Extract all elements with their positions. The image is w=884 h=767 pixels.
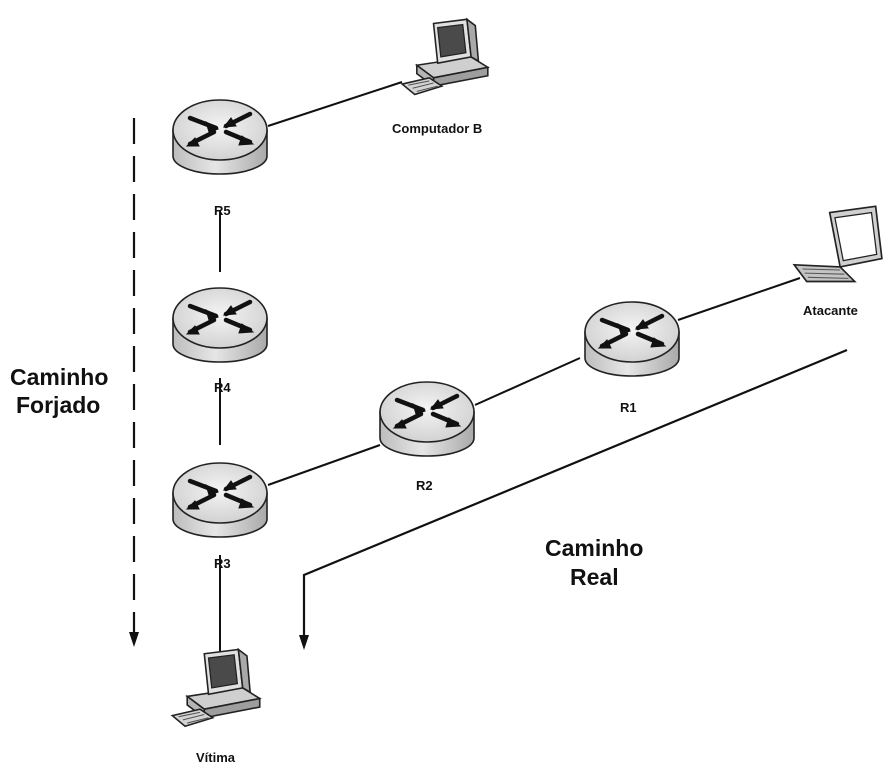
router-icon: [380, 382, 474, 456]
forged-path-label-line2: Forjado: [16, 392, 100, 418]
router-label-r2: R2: [416, 478, 433, 493]
host-attacker: Atacante: [793, 205, 883, 318]
router-label-r3: R3: [214, 556, 231, 571]
router-r3: R3: [173, 463, 267, 571]
forged-path-arrow: [129, 118, 139, 647]
host-label-computer-b: Computador B: [392, 121, 482, 136]
host-label-victim: Vítima: [196, 750, 236, 765]
host-label-attacker: Atacante: [803, 303, 858, 318]
router-icon: [173, 100, 267, 174]
real-path-label-line2: Real: [570, 564, 619, 590]
router-label-r4: R4: [214, 380, 231, 395]
router-label-r1: R1: [620, 400, 637, 415]
host-computer-b: Computador B: [392, 18, 489, 136]
router-icon: [173, 288, 267, 362]
router-label-r5: R5: [214, 203, 231, 218]
router-r1: R1: [585, 302, 679, 415]
link-r1-attacker: [677, 277, 801, 321]
real-path-arrow: [299, 348, 848, 650]
router-r5: R5: [173, 100, 267, 218]
router-r4: R4: [173, 288, 267, 395]
laptop-icon: [793, 205, 883, 283]
link-r3-r2: [267, 444, 381, 486]
link-r2-r1: [474, 357, 581, 406]
link-r5-computer-b: [267, 81, 403, 127]
host-victim: Vítima: [171, 648, 261, 765]
router-icon: [585, 302, 679, 376]
desktop-computer-icon: [171, 648, 261, 728]
router-icon: [173, 463, 267, 537]
real-path-label-line1: Caminho: [545, 535, 643, 561]
forged-path-label-line1: Caminho: [10, 364, 108, 390]
desktop-computer-icon: [401, 18, 489, 96]
router-r2: R2: [380, 382, 474, 493]
